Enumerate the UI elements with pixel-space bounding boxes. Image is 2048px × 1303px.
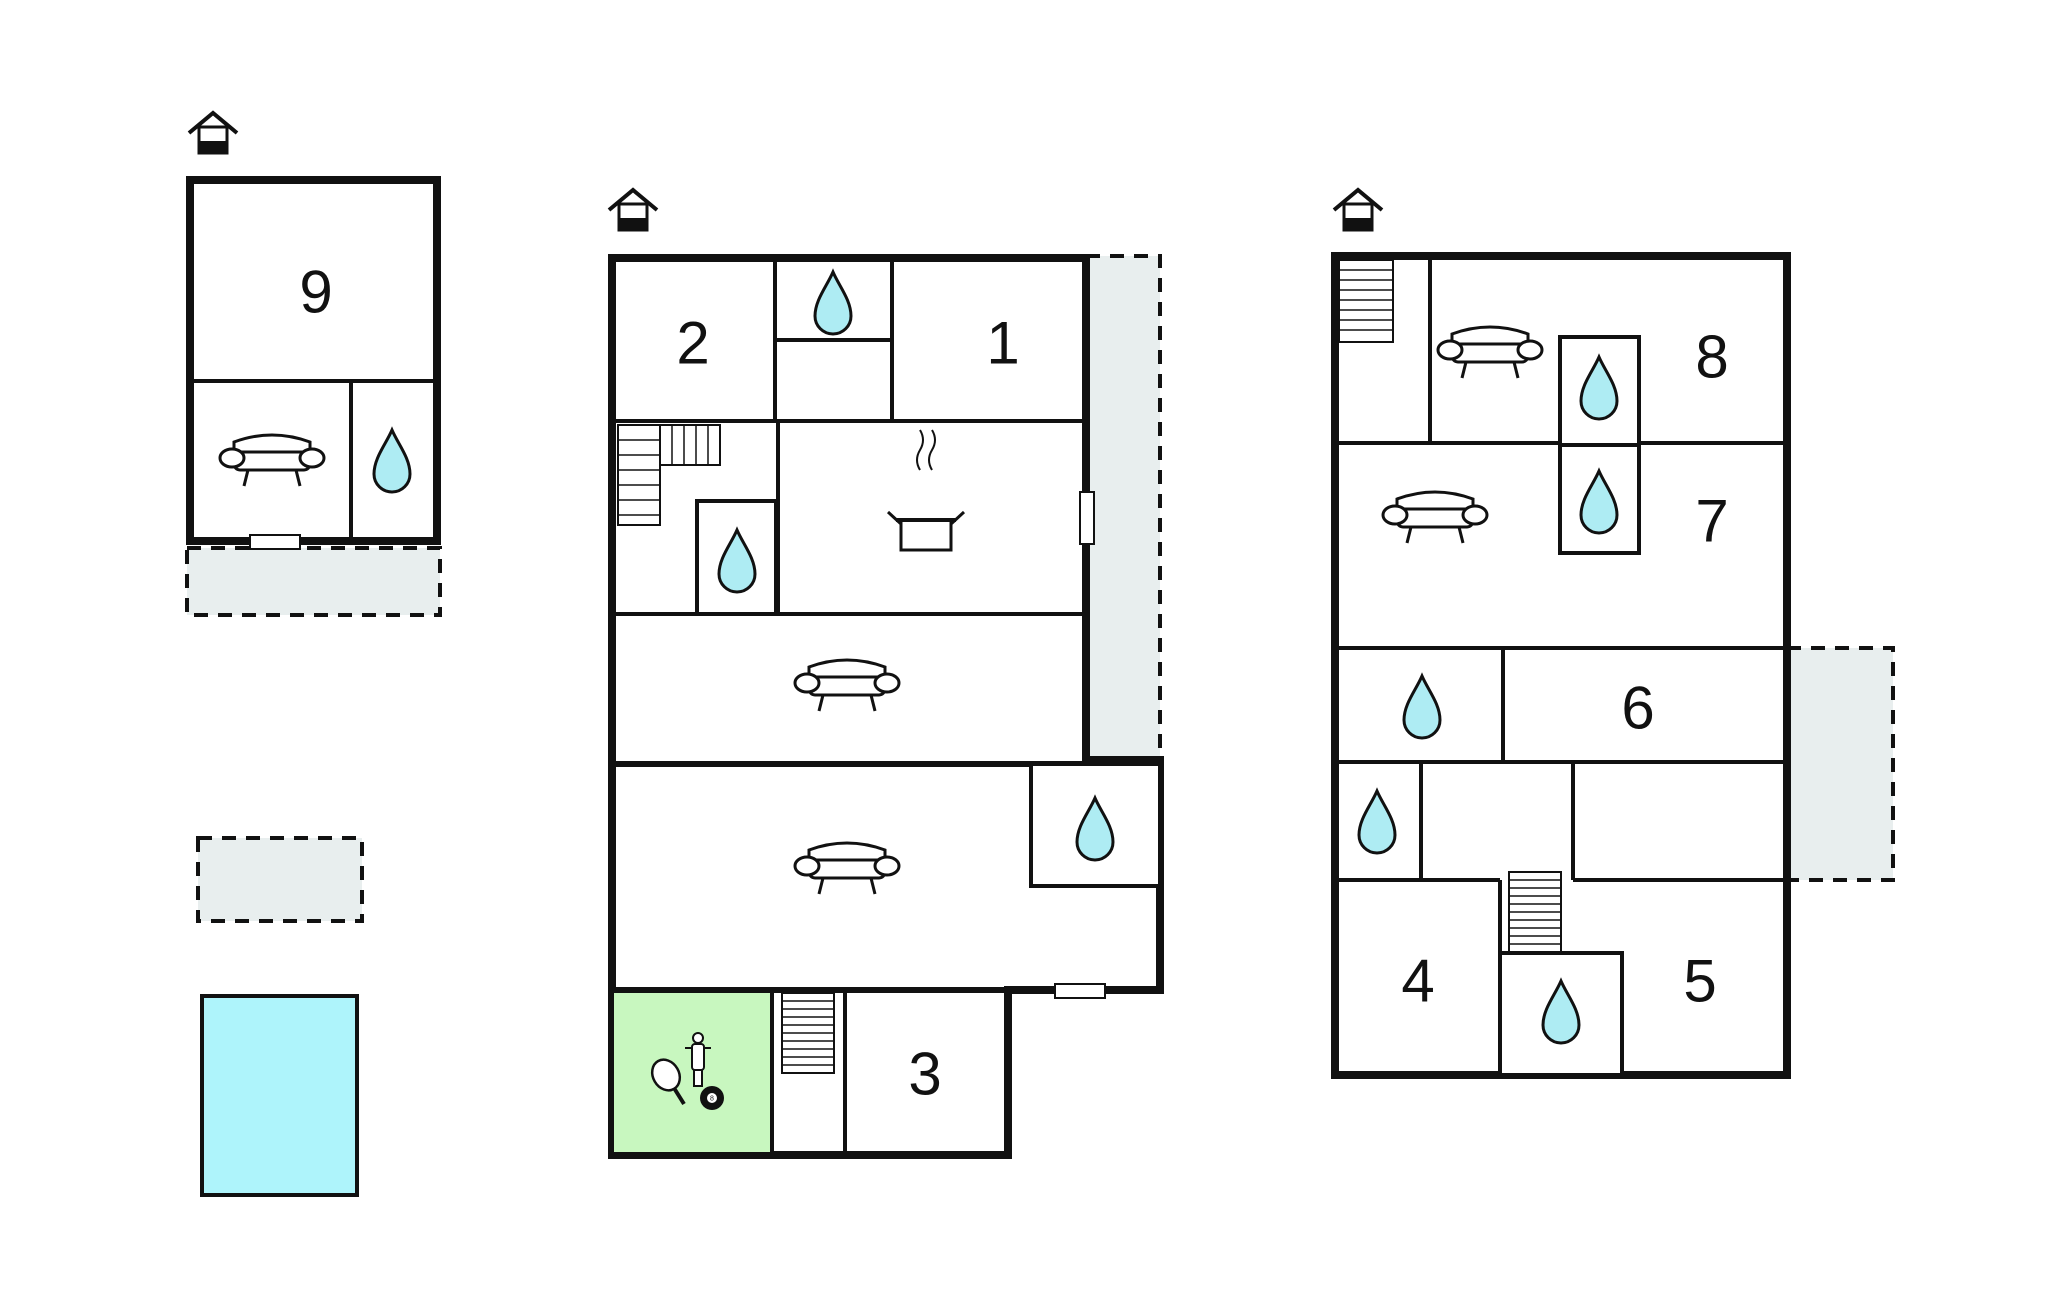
table-tennis-icon: [650, 1058, 686, 1106]
stairs-icon: [1338, 259, 1394, 343]
room-label-3: 3: [908, 1041, 941, 1108]
table-football-icon: [685, 1032, 711, 1087]
main-house-walls: [608, 254, 1164, 1159]
billiard-ball-number: 8: [710, 1096, 714, 1103]
room-label-4: 4: [1401, 948, 1434, 1015]
room-label-2: 2: [676, 310, 709, 377]
room-label-7: 7: [1695, 488, 1728, 555]
upper-floor-building: 8 7 6 4 5: [1331, 188, 1895, 1079]
swimming-pool: [200, 994, 359, 1197]
terrace: [185, 546, 442, 617]
terrace: [1084, 254, 1162, 762]
house-entrance-icon: [187, 111, 239, 155]
stairs-icon: [1508, 871, 1562, 953]
stairs-icon: [617, 424, 721, 526]
main-house-building: 2 1 3 8: [607, 188, 1164, 1159]
terrace: [1785, 646, 1895, 882]
annex-walls: [186, 176, 441, 545]
window-icon: [1054, 983, 1106, 999]
outdoor-terrace: [196, 836, 364, 923]
room-label-1: 1: [986, 310, 1019, 377]
stairs-icon: [781, 992, 835, 1074]
window-icon: [249, 534, 301, 550]
room-label-8: 8: [1695, 324, 1728, 391]
annex-building: 9: [185, 111, 442, 617]
kitchen-pot-icon: [886, 429, 966, 552]
room-label-6: 6: [1621, 675, 1654, 742]
room-label-9: 9: [299, 259, 332, 326]
billiard-ball-icon: 8: [700, 1086, 724, 1110]
window-icon: [1079, 491, 1095, 545]
house-entrance-icon: [607, 188, 659, 232]
house-entrance-icon: [1332, 188, 1384, 232]
room-label-5: 5: [1683, 948, 1716, 1015]
